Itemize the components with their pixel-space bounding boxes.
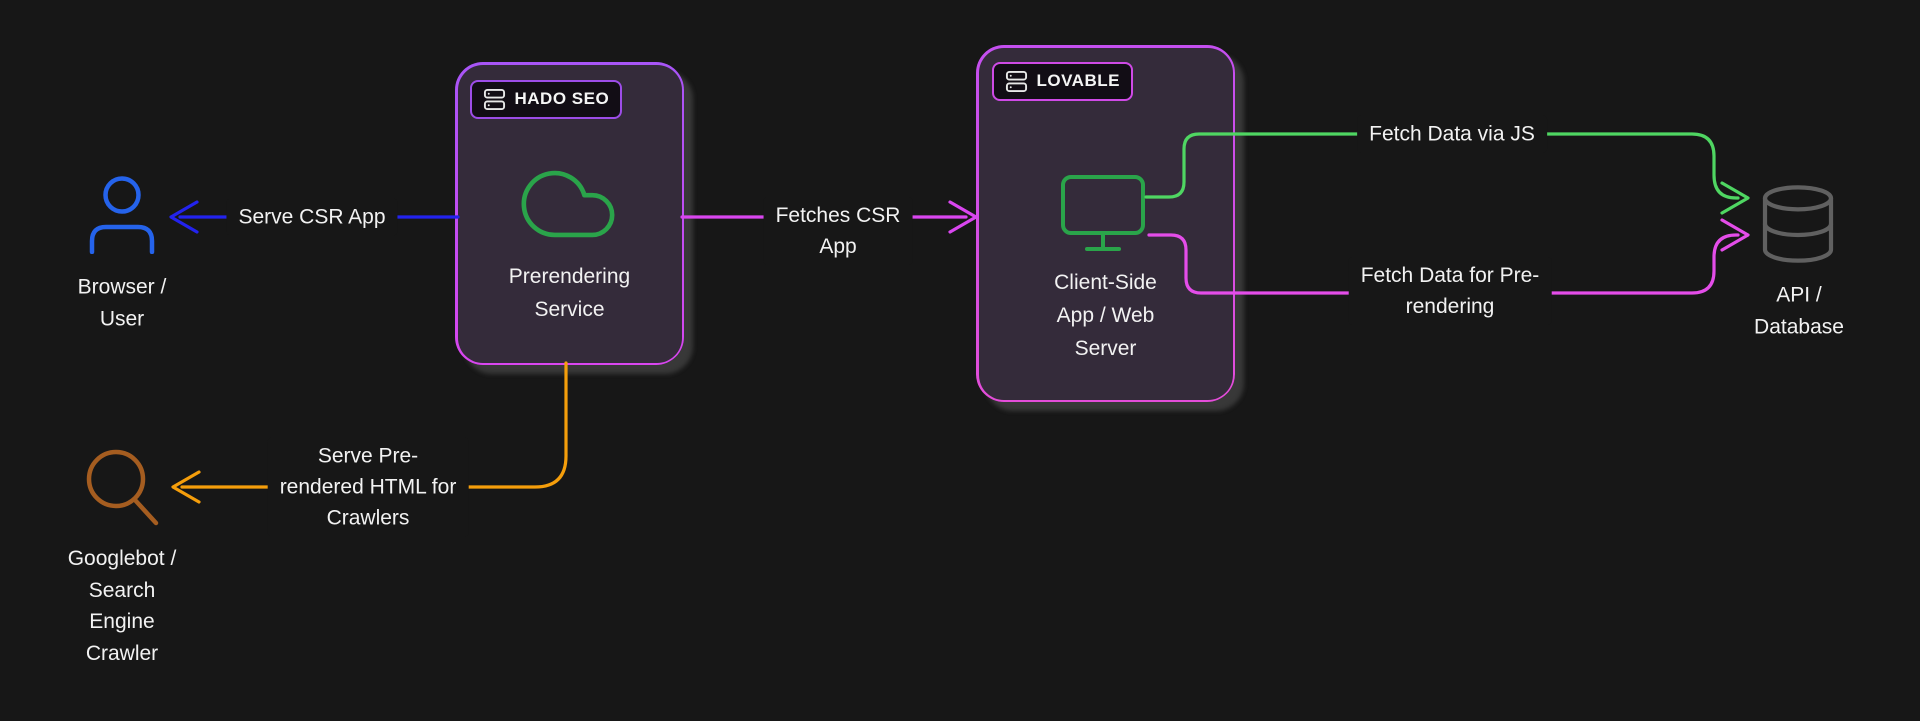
server-icon <box>483 88 505 110</box>
fetch-data-for-prerendering-edge-label: Fetch Data for Pre- rendering <box>1348 257 1552 325</box>
arrowhead-right <box>948 200 978 234</box>
client-side-app-label: Client-Side App / Web Server <box>1054 270 1157 360</box>
database-icon <box>1762 185 1834 263</box>
badge-text: LOVABLE <box>1036 71 1120 90</box>
arrowhead-right <box>1720 181 1750 215</box>
lovable-badge: LOVABLE <box>991 61 1133 101</box>
cloud-icon <box>521 170 614 237</box>
prerendering-service-label: Prerendering Service <box>508 264 631 321</box>
search-icon <box>86 449 159 526</box>
api-database-label: API / Database <box>1754 283 1844 339</box>
badge-text: HADO SEO <box>514 89 610 108</box>
monitor-icon <box>1060 174 1145 251</box>
serve-prerendered-html-edge-label: Serve Pre- rendered HTML for Crawlers <box>267 437 469 537</box>
user-icon <box>89 176 155 254</box>
arrowhead-left <box>171 470 201 504</box>
arrowhead-right <box>1720 218 1750 252</box>
arrowhead-left <box>169 200 199 234</box>
server-icon <box>1005 70 1027 92</box>
browser-user-label: Browser / User <box>77 275 167 331</box>
serve-csr-app-edge-label: Serve CSR App <box>226 198 398 236</box>
fetches-csr-app-edge-label: Fetches CSR App <box>763 197 913 265</box>
client-side-app-node: LOVABLE Client-Side App / Web Server <box>976 45 1235 402</box>
prerendering-service-node: HADO SEO Prerendering Service <box>455 62 684 365</box>
googlebot-label: Googlebot / Search Engine Crawler <box>67 547 177 665</box>
fetch-data-via-js-edge-label: Fetch Data via JS <box>1357 115 1547 153</box>
hado-seo-badge: HADO SEO <box>469 79 623 119</box>
